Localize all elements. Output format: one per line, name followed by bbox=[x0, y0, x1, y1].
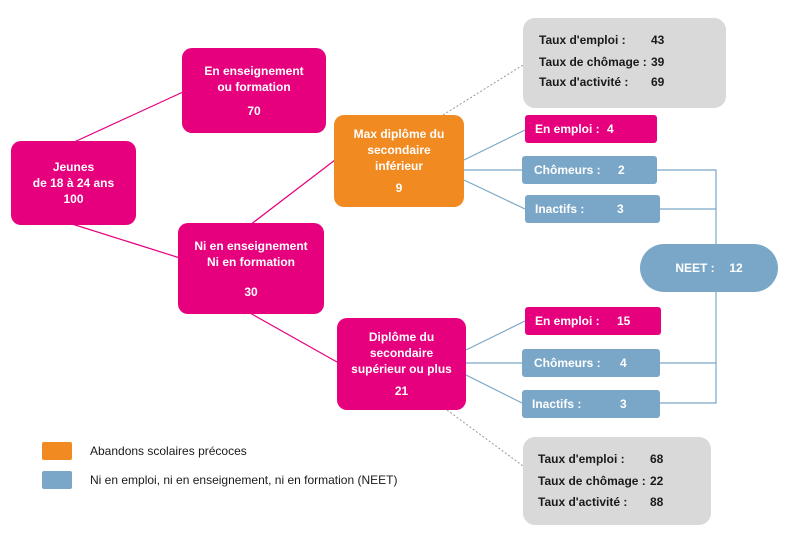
connector-not-education-lower bbox=[249, 159, 336, 226]
neet-bracket-top bbox=[657, 169, 717, 210]
node-lower-unemployed-value: 2 bbox=[618, 163, 625, 177]
node-upper-inactive-value: 3 bbox=[620, 397, 627, 411]
node-in-education-value: 70 bbox=[247, 103, 261, 118]
node-lower-inactive-value: 3 bbox=[617, 202, 624, 216]
rate-upper-unemployment-label: Taux de chômage : bbox=[538, 474, 646, 488]
node-not-in-education-value: 30 bbox=[244, 284, 258, 299]
connector-not-education-upper bbox=[249, 312, 338, 363]
node-upper-line2: secondaire bbox=[369, 346, 434, 360]
node-youth-line2: de 18 à 24 ans bbox=[32, 176, 115, 190]
node-max-lower-line3: inférieur bbox=[374, 159, 423, 173]
node-youth-18-24: Jeunes de 18 à 24 ans 100 bbox=[11, 141, 136, 225]
rate-lower-activity-label: Taux d'activité : bbox=[539, 75, 629, 89]
node-neet-value: 12 bbox=[729, 261, 743, 275]
node-neet: NEET : 12 bbox=[640, 244, 778, 292]
node-lower-employed-value: 4 bbox=[607, 122, 614, 136]
connector-root-education bbox=[71, 91, 184, 144]
rate-upper-unemployment-value: 22 bbox=[650, 474, 664, 488]
node-upper-employed-label: En emploi : bbox=[535, 314, 600, 328]
rate-lower-employment-label: Taux d'emploi : bbox=[539, 33, 626, 47]
node-lower-unemployed: Chômeurs : 2 bbox=[522, 156, 657, 184]
connector-lower-employed bbox=[463, 129, 526, 161]
rate-lower-unemployment: Taux de chômage : 39 bbox=[539, 55, 664, 69]
node-lower-employed-label: En emploi : bbox=[535, 122, 600, 136]
node-lower-unemployed-label: Chômeurs : bbox=[534, 163, 601, 177]
connector-upper-employed bbox=[465, 320, 526, 351]
legend-swatch-neet bbox=[42, 471, 72, 489]
rate-upper-activity-value: 88 bbox=[650, 495, 664, 509]
rates-box-lower bbox=[523, 18, 726, 108]
node-upper-line1: Diplôme du bbox=[368, 330, 435, 344]
legend-label-neet: Ni en emploi, ni en enseignement, ni en … bbox=[90, 473, 398, 487]
rate-upper-employment-label: Taux d'emploi : bbox=[538, 452, 625, 466]
rates-box-upper bbox=[523, 437, 711, 525]
node-in-education-line2: ou formation bbox=[217, 79, 291, 94]
node-not-in-education-line1: Ni en enseignement bbox=[194, 238, 308, 253]
rate-lower-activity-value: 69 bbox=[651, 75, 665, 89]
node-not-in-education: Ni en enseignement Ni en formation 30 bbox=[178, 223, 324, 314]
rate-upper-employment: Taux d'emploi : 68 bbox=[538, 452, 663, 466]
node-upper-employed-value: 15 bbox=[617, 314, 631, 328]
node-max-lower-value: 9 bbox=[395, 181, 403, 195]
node-lower-inactive: Inactifs : 3 bbox=[525, 195, 660, 223]
neet-bracket-bottom bbox=[660, 362, 717, 404]
legend-label-early-leavers: Abandons scolaires précoces bbox=[90, 444, 247, 458]
node-youth-line1: Jeunes bbox=[52, 160, 95, 174]
node-upper-unemployed-label: Chômeurs : bbox=[534, 356, 601, 370]
node-in-education-line1: En enseignement bbox=[204, 63, 304, 78]
node-max-lower-line1: Max diplôme du bbox=[353, 127, 445, 141]
rate-upper-activity-label: Taux d'activité : bbox=[538, 495, 628, 509]
rate-lower-unemployment-label: Taux de chômage : bbox=[539, 55, 647, 69]
node-neet-label: NEET : bbox=[675, 261, 715, 275]
node-upper-inactive: Inactifs : 3 bbox=[522, 390, 660, 418]
node-upper-value: 21 bbox=[394, 384, 409, 398]
rate-upper-activity: Taux d'activité : 88 bbox=[538, 495, 663, 509]
node-lower-inactive-label: Inactifs : bbox=[535, 202, 585, 216]
legend-swatch-early-leavers bbox=[42, 442, 72, 460]
node-max-lower-secondary: Max diplôme du secondaire inférieur 9 bbox=[334, 115, 464, 207]
node-upper-unemployed-value: 4 bbox=[620, 356, 627, 370]
node-in-education: En enseignement ou formation 70 bbox=[182, 48, 326, 133]
node-upper-secondary: Diplôme du secondaire supérieur ou plus … bbox=[337, 318, 466, 410]
rate-lower-employment: Taux d'emploi : 43 bbox=[539, 33, 664, 47]
dotted-lower-rates bbox=[442, 64, 524, 116]
rate-lower-unemployment-value: 39 bbox=[651, 55, 665, 69]
rate-lower-activity: Taux d'activité : 69 bbox=[539, 75, 664, 89]
node-upper-unemployed: Chômeurs : 4 bbox=[522, 349, 660, 377]
rate-lower-employment-value: 43 bbox=[651, 33, 665, 47]
connector-root-not-education bbox=[71, 223, 181, 259]
connector-lower-inactive bbox=[463, 179, 526, 210]
node-youth-value: 100 bbox=[63, 192, 84, 206]
node-upper-line3: supérieur ou plus bbox=[351, 362, 452, 376]
rate-upper-employment-value: 68 bbox=[650, 452, 664, 466]
node-upper-employed: En emploi : 15 bbox=[525, 307, 661, 335]
connector-upper-inactive bbox=[465, 374, 523, 404]
node-max-lower-line2: secondaire bbox=[367, 143, 431, 157]
node-not-in-education-line2: Ni en formation bbox=[206, 254, 295, 269]
node-upper-inactive-label: Inactifs : bbox=[532, 397, 582, 411]
dotted-upper-rates bbox=[446, 409, 524, 467]
node-lower-employed: En emploi : 4 bbox=[525, 115, 657, 143]
rate-upper-unemployment: Taux de chômage : 22 bbox=[538, 474, 663, 488]
